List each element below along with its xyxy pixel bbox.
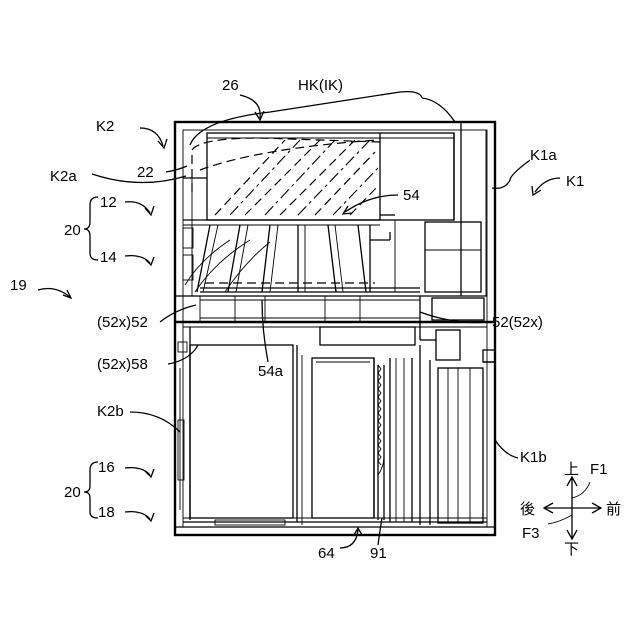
label-54a: 54a [258,363,284,380]
label-k2b: K2b [97,403,124,420]
label-18: 18 [98,504,115,521]
label-back: 後 [520,500,535,518]
label-k2: K2 [96,118,114,135]
partition-detail [200,296,495,362]
label-front: 前 [606,500,621,518]
label-16: 16 [98,459,115,476]
upper-chamber [183,122,486,296]
orientation-indicator [544,477,601,539]
label-26: 26 [222,77,239,94]
label-k2a: K2a [50,168,77,185]
orientation-labels: 上 下 後 前 F1 F3 [520,460,621,558]
label-19: 19 [10,277,27,294]
label-52x-52: (52x)52 [97,314,148,331]
label-20-upper: 20 [64,222,81,239]
label-64: 64 [318,545,335,562]
label-20-lower: 20 [64,484,81,501]
label-up: 上 [564,460,579,478]
label-f1: F1 [590,461,608,478]
label-hk: HK(IK) [298,77,343,94]
label-f3: F3 [522,525,540,542]
label-down: 下 [564,540,579,558]
label-12: 12 [100,194,117,211]
label-k1a: K1a [530,147,557,164]
label-52x-58: (52x)58 [97,356,148,373]
label-54: 54 [403,187,420,204]
fan-duct [183,215,420,292]
label-22: 22 [137,164,154,181]
label-k1: K1 [566,173,584,190]
label-52-52x: 52(52x) [492,314,543,331]
label-k1b: K1b [520,449,547,466]
housing-outline [175,122,495,535]
label-91: 91 [370,545,387,562]
label-14: 14 [100,249,117,266]
lower-chamber [175,327,495,527]
